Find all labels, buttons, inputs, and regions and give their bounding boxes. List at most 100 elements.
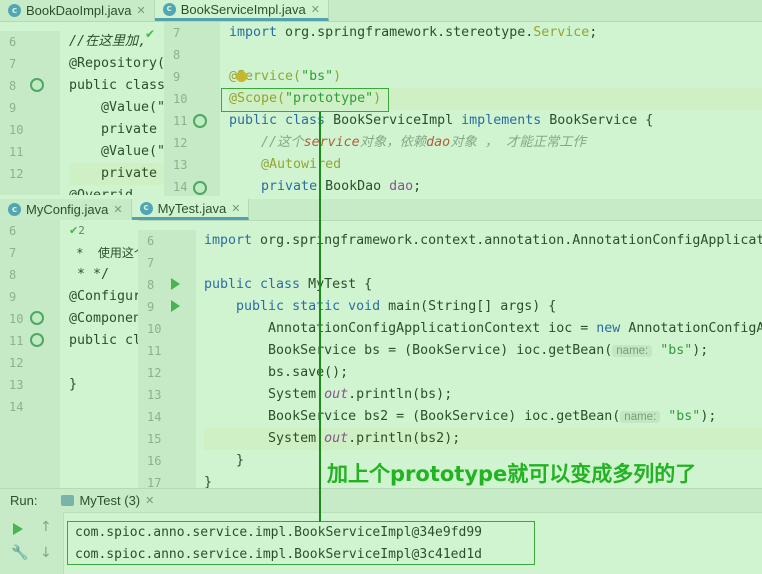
code-line: public static void main(String[] args) { <box>236 299 557 314</box>
spring-bean-icon[interactable] <box>30 311 44 325</box>
line-number: 8 <box>147 278 155 292</box>
run-toolbar: Run: MyTest (3) ✕ <box>0 489 762 513</box>
tab-mytest[interactable]: c MyTest.java ✕ <box>131 199 250 220</box>
line-number: 15 <box>147 432 162 446</box>
bottom-left-code[interactable]: ✔2 * 使用这个 * */ @Configur @Componen publi… <box>60 220 138 488</box>
line-number: 14 <box>147 410 162 424</box>
code-line: public class MyTest { <box>204 277 373 292</box>
code-line: System.out.println(bs2); <box>204 428 762 450</box>
spring-bean-icon[interactable] <box>30 333 44 347</box>
code-line: ✔2 <box>69 224 85 237</box>
close-icon[interactable]: ✕ <box>231 201 241 215</box>
line-number: 6 <box>9 224 17 238</box>
line-number: 9 <box>9 290 17 304</box>
code-line: } <box>236 453 245 468</box>
run-gutter-icon[interactable] <box>171 300 180 312</box>
code-line: //在这里加, <box>69 34 147 49</box>
line-number: 10 <box>9 312 24 326</box>
code-line: private <box>69 122 158 137</box>
line-number: 7 <box>173 26 181 40</box>
spring-bean-icon[interactable] <box>193 114 207 128</box>
run-tab[interactable]: MyTest (3) ✕ <box>61 493 154 508</box>
tab-label: MyConfig.java <box>26 202 109 217</box>
code-line: * 使用这个 <box>76 246 138 260</box>
tab-myconfig[interactable]: c MyConfig.java ✕ <box>0 199 132 220</box>
code-line: @Overrid <box>69 185 164 195</box>
line-number: 13 <box>9 378 24 392</box>
code-line: public class <box>69 78 164 93</box>
param-hint: name: <box>620 411 661 423</box>
run-gutter-icon[interactable] <box>171 278 180 290</box>
top-tabbar: c BookDaoImpl.java ✕ c BookServiceImpl.j… <box>0 0 762 22</box>
code-line: AnnotationConfigApplicationContext ioc =… <box>268 321 762 336</box>
code-line: } <box>204 475 213 488</box>
class-icon: c <box>162 2 176 16</box>
close-icon[interactable]: ✕ <box>113 203 123 216</box>
line-number: 8 <box>173 48 181 62</box>
line-number: 10 <box>147 322 162 336</box>
run-tab-label: MyTest (3) <box>79 493 141 508</box>
code-line: @Componen <box>69 311 138 326</box>
line-number: 16 <box>147 454 162 468</box>
line-number: 13 <box>173 158 188 172</box>
tab-bookdaoimpl[interactable]: c BookDaoImpl.java ✕ <box>0 0 155 21</box>
class-icon: c <box>8 203 21 216</box>
tab-label: BookServiceImpl.java <box>180 1 306 17</box>
line-number: 9 <box>9 101 17 115</box>
code-line: BookService bs2 = (BookService) ioc.getB… <box>268 409 717 424</box>
tab-bookserviceimpl[interactable]: c BookServiceImpl.java ✕ <box>154 0 329 21</box>
code-line <box>229 44 762 66</box>
code-line: public class BookServiceImpl implements … <box>229 113 654 128</box>
line-number: 10 <box>9 123 24 137</box>
close-icon[interactable]: ✕ <box>136 4 146 17</box>
code-line <box>204 252 762 274</box>
line-number: 12 <box>147 366 162 380</box>
inspection-check-icon[interactable]: ✔ <box>145 27 156 41</box>
line-number: 13 <box>147 388 162 402</box>
line-number: 12 <box>173 136 188 150</box>
code-line <box>69 396 138 418</box>
param-hint: name: <box>612 345 653 357</box>
line-number: 12 <box>9 356 24 370</box>
line-number: 9 <box>173 70 181 84</box>
tab-label: BookDaoImpl.java <box>26 3 132 18</box>
rerun-icon[interactable] <box>13 523 23 535</box>
line-number: 14 <box>9 400 24 414</box>
code-line: @Configur <box>69 289 138 304</box>
class-icon: c <box>8 4 21 17</box>
code-line: @Scope("prototype") <box>229 88 762 110</box>
top-left-gutter: 6 7 8 9 10 11 12 <box>0 31 60 195</box>
line-number: 10 <box>173 92 188 106</box>
line-number: 7 <box>147 256 155 270</box>
up-arrow-icon[interactable]: ↑ <box>40 519 52 535</box>
top-right-code[interactable]: import org.springframework.stereotype.Se… <box>220 22 762 196</box>
console-line: com.spioc.anno.service.impl.BookServiceI… <box>75 547 482 562</box>
spring-bean-icon[interactable] <box>30 78 44 92</box>
bulb-icon[interactable] <box>236 71 247 82</box>
close-icon[interactable]: ✕ <box>145 494 155 507</box>
close-icon[interactable]: ✕ <box>310 2 320 16</box>
run-panel: Run: MyTest (3) ✕ <box>0 488 762 574</box>
line-number: 9 <box>147 300 155 314</box>
code-line: import org.springframework.context.annot… <box>204 233 762 248</box>
wrench-icon[interactable]: 🔧 <box>11 545 29 561</box>
class-icon: c <box>139 201 153 215</box>
line-number: 7 <box>9 57 17 71</box>
line-number: 6 <box>9 35 17 49</box>
code-line: System.out.println(bs); <box>268 387 453 402</box>
down-arrow-icon[interactable]: ↓ <box>40 545 52 561</box>
run-label: Run: <box>10 493 38 508</box>
scope-highlight-box <box>221 88 389 112</box>
code-line: @Service("bs") <box>229 69 342 84</box>
annotation-connector <box>319 112 321 522</box>
code-line: * */ <box>69 267 110 282</box>
top-left-code[interactable]: //在这里加, @Repository( public class @Value… <box>60 31 164 195</box>
code-line: } <box>69 377 78 392</box>
code-line: public cl <box>69 333 138 348</box>
bottom-right-code[interactable]: import org.springframework.context.annot… <box>196 230 762 488</box>
line-number: 11 <box>9 334 24 348</box>
spring-autowire-icon[interactable] <box>193 181 207 195</box>
code-line: @Autowired <box>261 157 342 172</box>
code-line: @Value(" <box>69 100 164 115</box>
line-number: 6 <box>147 234 155 248</box>
